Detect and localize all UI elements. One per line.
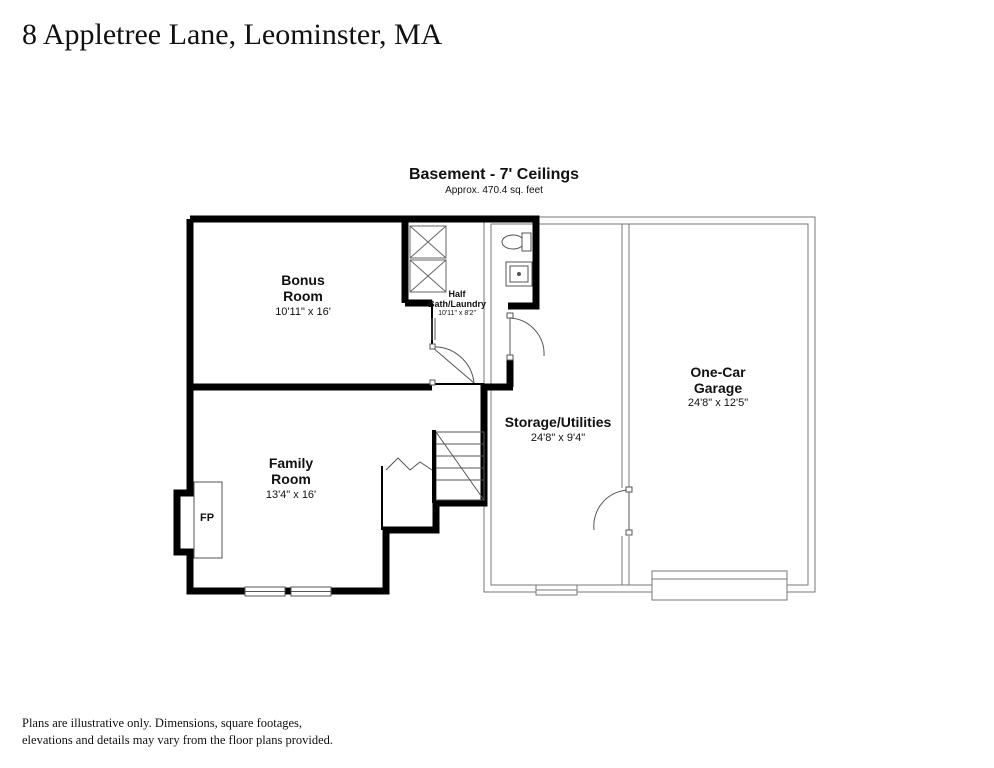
garage-name-1: One-Car <box>690 364 746 380</box>
laundry-units <box>409 225 447 293</box>
fireplace-label: FP <box>200 512 214 524</box>
disclaimer-line-2: elevations and details may vary from the… <box>22 733 333 747</box>
floor-area: Approx. 470.4 sq. feet <box>445 185 543 196</box>
storage-dims: 24'8" x 9'4" <box>531 432 585 444</box>
garage-name-2: Garage <box>694 380 742 396</box>
storage-garage-walls <box>483 216 816 593</box>
toilet-icon <box>501 232 532 252</box>
half-bath-name-2: Bath/Laundry <box>428 299 486 309</box>
address-title: 8 Appletree Lane, Leominster, MA <box>22 18 443 51</box>
half-bath-dims: 10'11" x 8'2" <box>438 310 476 317</box>
bonus-room-name-2: Room <box>283 288 323 304</box>
family-room-name-2: Room <box>271 471 311 487</box>
garage-door <box>651 570 788 601</box>
exterior-walls <box>173 215 540 595</box>
storage-name: Storage/Utilities <box>505 414 612 430</box>
family-room-name-1: Family <box>269 455 314 471</box>
storage-window <box>535 584 578 596</box>
garage-dims: 24'8" x 12'5" <box>688 397 748 409</box>
family-room-dims: 13'4" x 16' <box>266 489 316 501</box>
half-bath-name-1: Half <box>448 289 466 299</box>
sink-icon <box>505 261 533 287</box>
family-windows <box>244 586 332 597</box>
bonus-room-dims: 10'11" x 16' <box>275 306 331 318</box>
bonus-door-swing <box>431 346 475 384</box>
closet-door <box>431 318 436 340</box>
fireplace <box>193 481 223 559</box>
garage-door-swing <box>593 489 630 531</box>
floor-title: Basement - 7' Ceilings <box>409 166 579 183</box>
bonus-room-name-1: Bonus <box>281 272 325 288</box>
stairs <box>435 431 485 501</box>
bath-door-swing <box>509 317 545 357</box>
disclaimer-line-1: Plans are illustrative only. Dimensions,… <box>22 716 302 730</box>
closet-bifold <box>385 457 433 471</box>
